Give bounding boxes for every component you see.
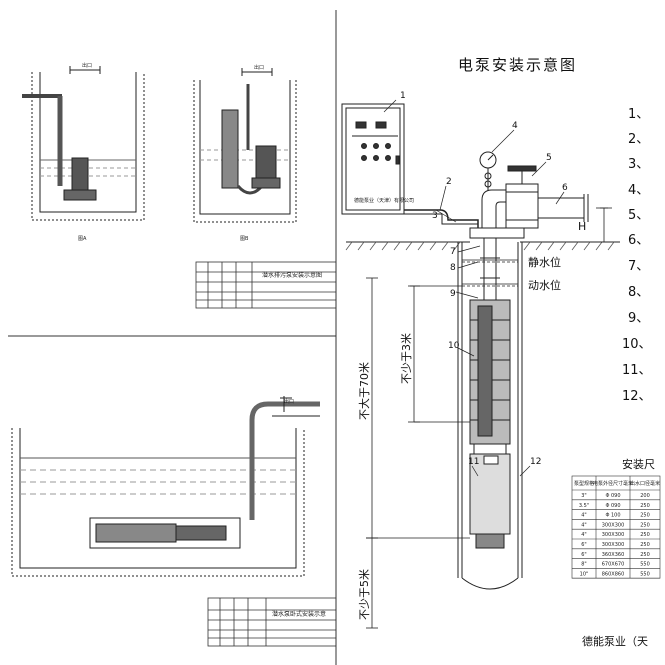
install-table-cell: 3.5": [579, 503, 589, 509]
install-table-header: 电泵外径尺寸毫米: [593, 480, 633, 487]
install-table-cell: Φ 090: [605, 503, 620, 509]
bl-title-block: [207, 597, 337, 647]
ground: [345, 241, 620, 251]
install-table-title: 安装尺: [622, 457, 655, 471]
install-table-cell: 250: [640, 532, 650, 538]
callout-4: 4: [512, 121, 518, 131]
h-dimension: [596, 207, 612, 243]
install-table-cell: 250: [640, 522, 650, 528]
install-table-cell: 250: [640, 503, 650, 509]
dimension-lines: [366, 277, 470, 629]
legend-item-11: 11、: [622, 363, 652, 378]
well-casing: [457, 242, 523, 590]
callout-12: 12: [530, 457, 541, 467]
install-table-cell: 8": [581, 562, 586, 568]
tl-title-block: [195, 261, 337, 309]
static-water-level: 静水位: [528, 255, 561, 269]
dynamic-water-level: 动水位: [528, 278, 561, 292]
install-table-header: 出水口径毫米: [630, 480, 660, 487]
control-cabinet: [341, 103, 405, 215]
legend-item-8: 8、: [628, 285, 649, 300]
max-depth-label: 不大于70米: [357, 362, 371, 420]
cabinet-label: 德能泵业（天津）有限公司: [354, 197, 414, 204]
company-name: 德能泵业（天: [582, 634, 648, 648]
submersible-pump: [469, 299, 511, 549]
install-table-cell: 6": [581, 552, 586, 558]
legend-list: 1、 2、 3、 4、 5、 6、 7、 8、 9、 10、 11、 12、: [622, 107, 652, 404]
tl-dim-b: 出口: [254, 64, 264, 71]
callout-1: 1: [400, 91, 406, 101]
right-panel: 电泵安装示意图 德能泵业（天津）有限公司: [341, 56, 661, 648]
pit-a: [22, 66, 145, 221]
install-table-cell: 550: [640, 562, 650, 568]
top-left-panel: 出口 图A 出口 图B: [22, 62, 337, 309]
tl-fig-b-label: 图B: [240, 236, 249, 242]
callout-11: 11: [468, 457, 479, 467]
callout-leaders: [383, 99, 565, 477]
install-table-cell: 4": [581, 532, 586, 538]
callout-10: 10: [448, 341, 460, 351]
tl-fig-a-label: 图A: [78, 236, 87, 242]
legend-item-12: 12、: [622, 389, 652, 404]
main-title: 电泵安装示意图: [458, 56, 577, 74]
install-table-cell: 250: [640, 513, 650, 519]
pit-b: [193, 68, 297, 223]
install-table-cell: 300X300: [602, 542, 625, 548]
install-table-cell: 250: [640, 552, 650, 558]
min-submersion-label: 不少于3米: [400, 333, 413, 384]
tl-title: 潜水排污泵安装示意图: [262, 271, 322, 279]
install-table-cell: 4": [581, 513, 586, 519]
tl-dim-a: 出口: [82, 62, 92, 69]
callout-9: 9: [450, 289, 456, 299]
install-table-cell: 10": [580, 571, 589, 577]
install-table-cell: 300X300: [602, 532, 625, 538]
install-table-cell: 200: [640, 493, 650, 499]
install-table-cell: Φ 090: [605, 493, 620, 499]
install-table-cell: 670X670: [602, 562, 625, 568]
install-table-cell: 3": [581, 493, 586, 499]
h-label: H: [578, 220, 586, 233]
callout-8: 8: [450, 263, 456, 273]
legend-item-7: 7、: [628, 259, 649, 274]
bottom-left-panel: 出口 潜水泵卧式安装示意: [11, 396, 337, 647]
water-levels: [410, 259, 518, 287]
callout-7: 7: [450, 247, 456, 257]
legend-item-2: 2、: [628, 132, 649, 147]
legend-item-4: 4、: [628, 183, 649, 198]
legend-item-10: 10、: [622, 337, 652, 352]
install-table-cell: 300X300: [602, 522, 625, 528]
riser-pipe: [480, 238, 500, 300]
min-bottom-label: 不少于5米: [358, 569, 371, 620]
install-table-cell: 860X860: [602, 571, 625, 577]
install-table-cell: 550: [640, 571, 650, 577]
legend-item-6: 6、: [628, 233, 649, 248]
callout-5: 5: [546, 153, 552, 163]
callout-2: 2: [446, 177, 452, 187]
bl-dim: 出口: [284, 398, 294, 405]
horizontal-tank: [11, 396, 320, 577]
legend-item-9: 9、: [628, 311, 649, 326]
install-table-cell: 6": [581, 542, 586, 548]
callout-6: 6: [562, 183, 568, 193]
legend-item-1: 1、: [628, 107, 649, 122]
well-head: [469, 151, 589, 239]
install-table-cell: 360X360: [602, 552, 625, 558]
legend-item-3: 3、: [628, 157, 649, 172]
install-table-cell: Φ 100: [605, 513, 620, 519]
install-table-cell: 4": [581, 522, 586, 528]
install-table-cell: 250: [640, 542, 650, 548]
legend-item-5: 5、: [628, 208, 649, 223]
callout-3: 3: [432, 211, 438, 221]
bl-title: 潜水泵卧式安装示意: [272, 610, 326, 618]
install-table-header: 泵型规格: [574, 480, 594, 487]
